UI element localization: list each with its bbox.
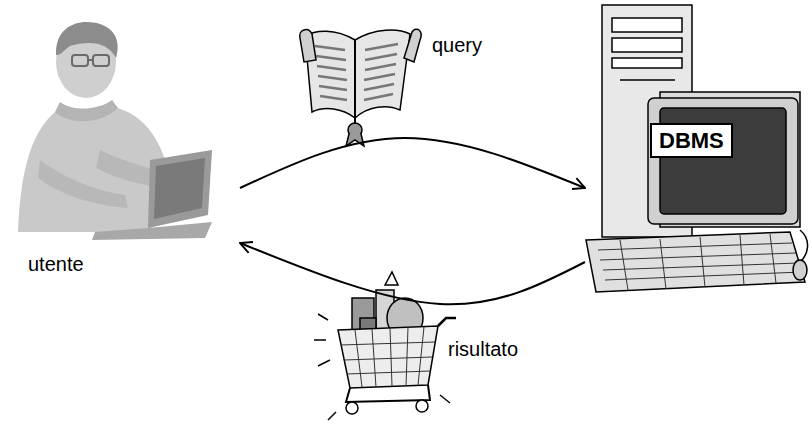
flow-arrow [240, 243, 585, 304]
dbms-label: DBMS [650, 123, 733, 158]
edge-label: risultato [446, 338, 520, 361]
book-icon [300, 29, 421, 146]
flow-arrow [240, 138, 585, 188]
dbms-node: DBMS [585, 5, 807, 295]
user-node: utente [5, 5, 240, 280]
user-figure [18, 22, 212, 240]
edge-label: query [430, 34, 484, 57]
user-label: utente [28, 253, 84, 276]
computer-icon [586, 5, 808, 292]
cart-icon [314, 272, 456, 420]
